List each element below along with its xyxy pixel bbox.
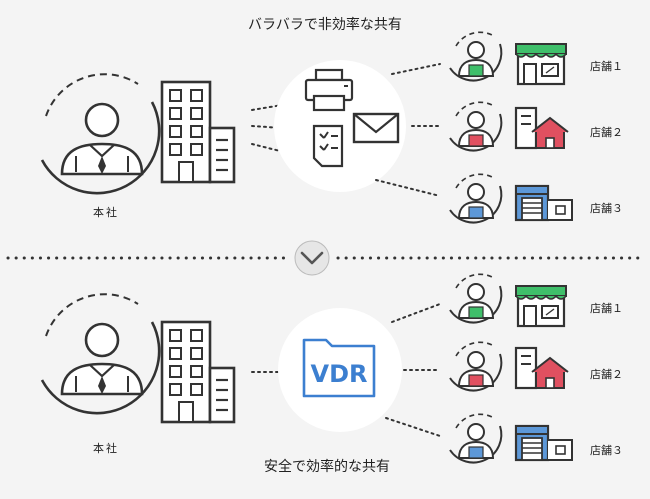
top-hq-label: 本社 (93, 206, 119, 219)
bottom-store-1-building-icon (514, 284, 568, 328)
bottom-store-1-staff (449, 273, 503, 324)
top-store-2-label: 店舗２ (590, 126, 623, 139)
top-hq-building-icon (160, 80, 236, 184)
top-store-connectors (375, 63, 441, 197)
top-store-1-label: 店舗１ (590, 60, 623, 73)
bottom-hq-person (40, 292, 161, 415)
bottom-store-3-label: 店舗３ (590, 444, 623, 457)
bottom-store-1-label: 店舗１ (590, 302, 623, 315)
bottom-caption: 安全で効率的な共有 (264, 459, 390, 475)
vdr-folder-icon: VDR (302, 338, 376, 398)
top-store-3-label: 店舗３ (590, 202, 623, 215)
bottom-store-3-building-icon (514, 424, 574, 462)
top-store-1-building-icon (514, 42, 568, 86)
top-store-2-staff (449, 101, 503, 152)
top-store-1-staff (449, 31, 503, 82)
vdr-label: VDR (311, 360, 368, 388)
top-caption: バラバラで非効率な共有 (248, 17, 402, 33)
chevron-down-icon (294, 240, 330, 276)
bottom-hq-label: 本社 (93, 442, 119, 455)
top-store-3-staff (449, 173, 503, 224)
printer-icon (304, 68, 354, 112)
bottom-store-2-label: 店舗２ (590, 368, 623, 381)
top-hq-person (40, 72, 161, 195)
top-store-2-building-icon (514, 106, 570, 150)
document-icon (312, 124, 344, 168)
bottom-store-2-building-icon (514, 346, 570, 390)
bottom-hq-building-icon (160, 320, 236, 424)
bottom-store-2-staff (449, 341, 503, 392)
bottom-store-3-staff (449, 413, 503, 464)
mail-icon (352, 112, 400, 144)
bottom-store-connectors (385, 303, 441, 437)
top-store-3-building-icon (514, 184, 574, 222)
